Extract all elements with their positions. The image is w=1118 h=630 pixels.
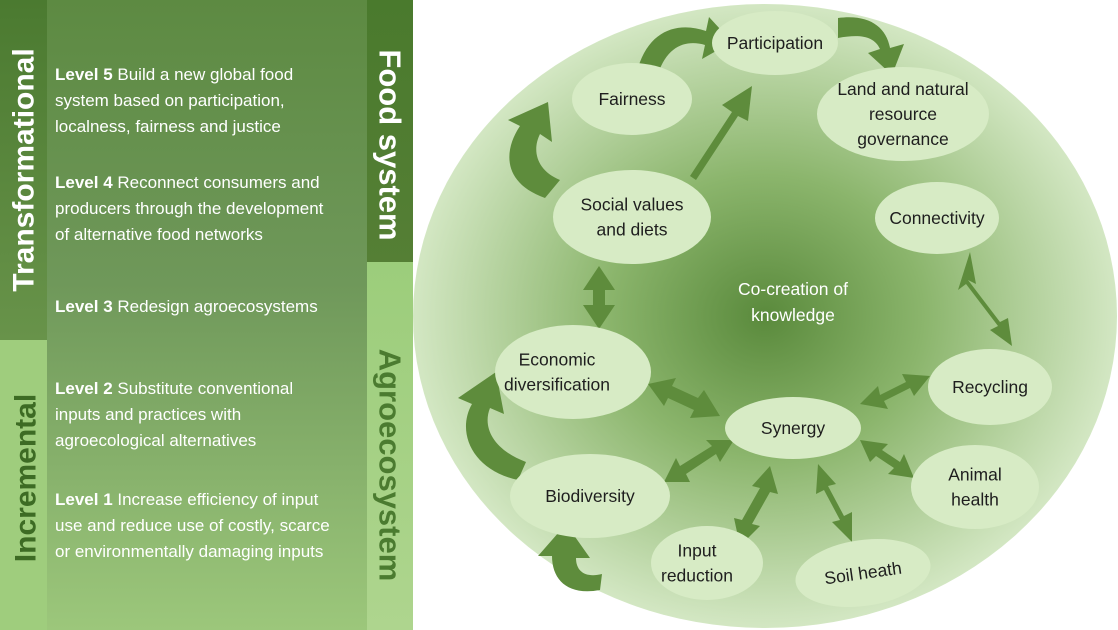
node-recycling <box>928 349 1052 425</box>
arrow-connectivity-recycling <box>958 252 1012 346</box>
arrow-synergy-animal <box>860 440 914 478</box>
arrow-economic-synergy <box>648 378 720 418</box>
agroecosystem-band <box>367 262 413 630</box>
node-input <box>651 526 763 600</box>
node-connectivity <box>875 182 999 254</box>
node-synergy-label: Synergy <box>761 418 825 438</box>
node-soil <box>795 538 931 608</box>
node-social <box>553 170 711 264</box>
node-fairness-label: Fairness <box>598 89 665 109</box>
food-system-band <box>367 0 413 262</box>
curved-arrow-social-fairness <box>508 102 560 198</box>
node-synergy <box>725 397 861 459</box>
left-panel: Transformational Incremental Food system… <box>0 0 413 630</box>
arrow-synergy-biodiversity <box>664 440 734 482</box>
incremental-band <box>0 340 47 630</box>
arrow-social-participation <box>690 86 752 180</box>
node-biodiversity <box>510 454 670 538</box>
arrow-synergy-recycling <box>860 374 930 409</box>
arrows <box>458 17 1012 592</box>
curved-arrow-bottom-biodiversity <box>538 524 602 592</box>
food-system-label: Food system <box>373 49 408 240</box>
transformational-label: Transformational <box>8 48 41 291</box>
node-land <box>817 67 989 161</box>
levels-panel <box>47 0 367 630</box>
node-recycling-label: Recycling <box>952 377 1028 397</box>
node-economic <box>495 325 651 419</box>
nodes <box>495 11 1052 608</box>
node-connectivity-label: Connectivity <box>889 208 985 228</box>
node-participation <box>712 11 838 75</box>
agroecosystem-label: Agroecosystem <box>373 349 408 582</box>
arrow-synergy-soil <box>816 464 852 542</box>
arrow-social-economic <box>583 266 615 329</box>
arrow-synergy-input <box>734 466 778 546</box>
incremental-label: Incremental <box>10 394 43 562</box>
curved-arrow-biodiversity-economic <box>458 372 526 480</box>
curved-arrow-participation-land <box>838 17 904 76</box>
transformational-band <box>0 0 47 340</box>
node-fairness <box>572 63 692 135</box>
node-participation-label: Participation <box>727 33 823 53</box>
node-biodiversity-label: Biodiversity <box>545 486 635 506</box>
node-animal <box>911 445 1039 529</box>
level-3-text: Level 3 Redesign agroecosystems <box>55 297 318 316</box>
curved-arrow-fairness-participation <box>638 17 732 74</box>
